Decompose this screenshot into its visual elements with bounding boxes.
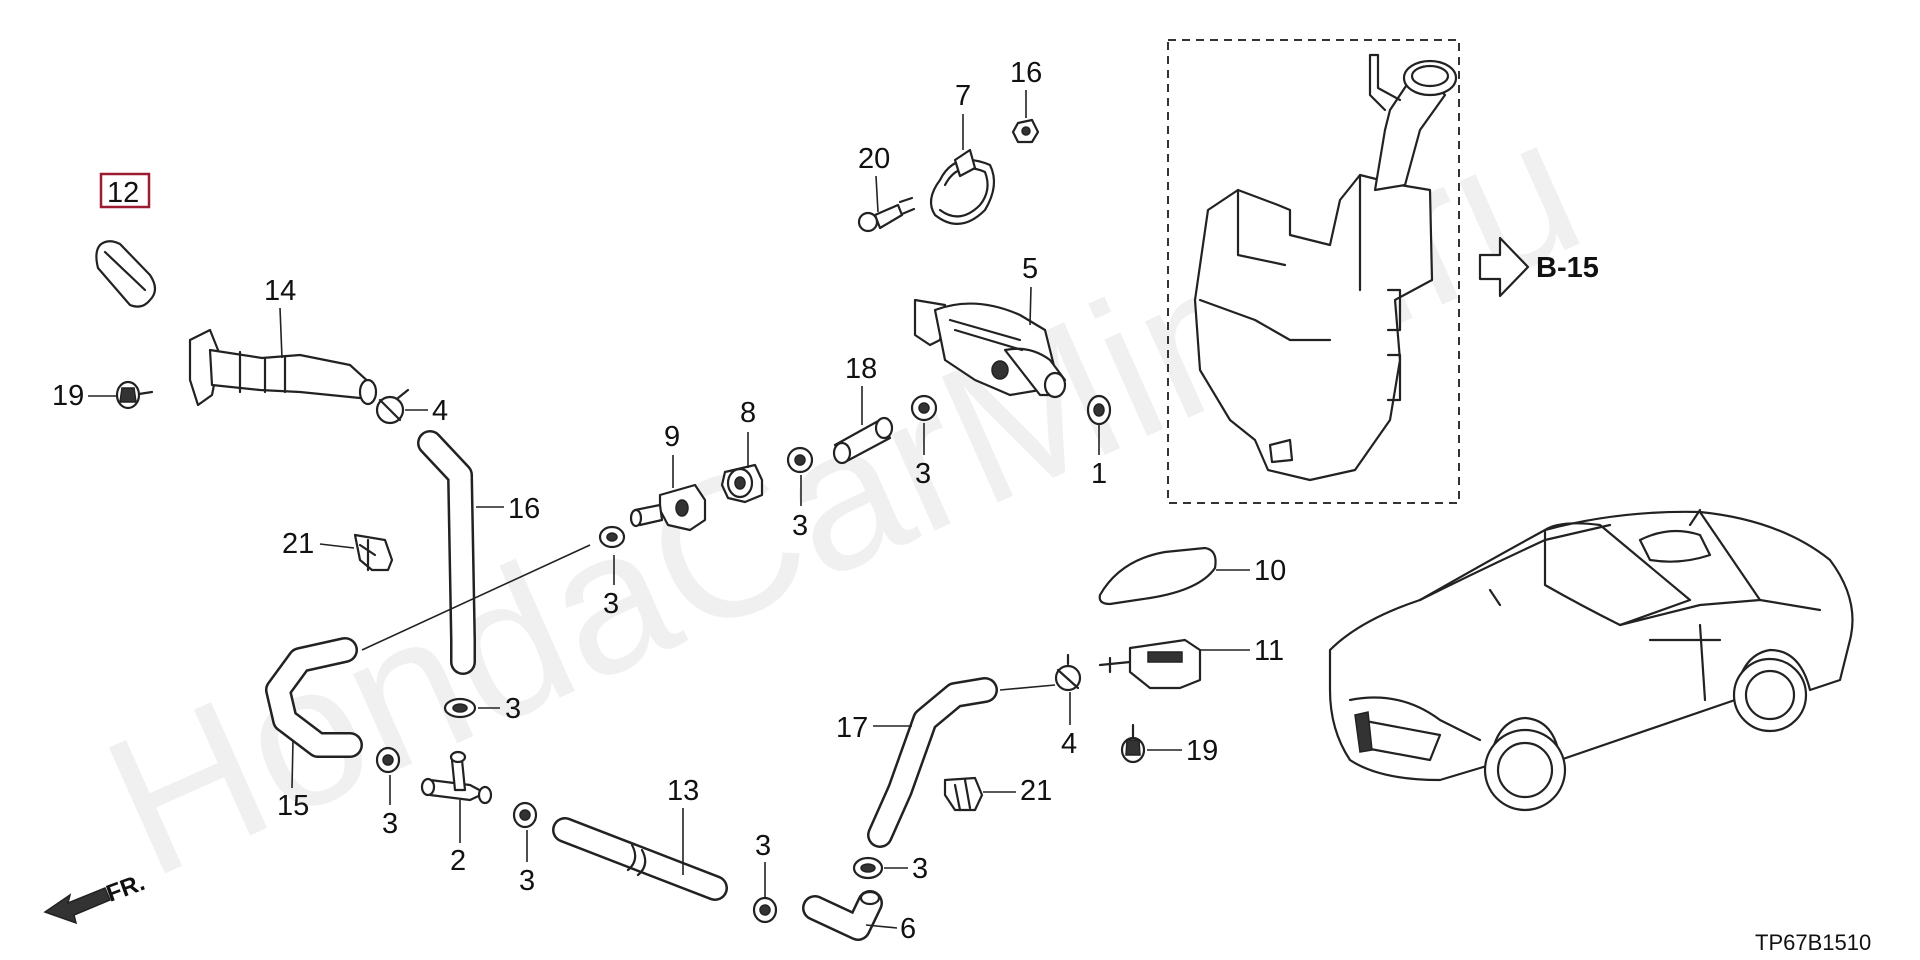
grommet-3-c [375, 746, 401, 774]
callout-21-left: 21 [282, 528, 314, 560]
t-joint-2 [420, 750, 493, 805]
nut-20 [1011, 118, 1040, 144]
callout-14: 13 [667, 775, 699, 807]
callout-9: 7 [955, 80, 971, 112]
callout-8: 9 [664, 421, 680, 453]
callout-18: 20 [858, 143, 890, 175]
callout-3-g: 3 [792, 510, 808, 542]
clamp-4-right [1054, 653, 1082, 692]
grommet-3-e [752, 896, 778, 924]
callout-3-d: 3 [519, 865, 535, 897]
connector-8 [629, 483, 707, 532]
diagram-code: TP67B1510 [1755, 930, 1871, 955]
washer-pump-5 [913, 298, 1067, 399]
front-direction-arrow [43, 887, 111, 925]
nozzle-cap-13 [1098, 546, 1217, 606]
vehicle-illustration [1328, 508, 1854, 812]
clip-21-right [943, 776, 984, 812]
grommet-3-d [512, 801, 538, 829]
washer-reservoir [1193, 53, 1458, 482]
callout-13: 10 [1254, 555, 1286, 587]
callout-4-right: 4 [1061, 728, 1077, 760]
grommet-3-f [852, 856, 884, 880]
hose-14 [552, 817, 728, 901]
reference-label: B-15 [1536, 252, 1599, 284]
washer-nozzle-12 [1098, 638, 1202, 690]
callout-5: 5 [1022, 253, 1038, 285]
bolt-18 [857, 196, 916, 233]
callout-16-left: 16 [508, 493, 540, 525]
callout-21-right: 21 [1020, 775, 1052, 807]
grommet-3-g [786, 446, 814, 474]
callout-4-left: 4 [432, 395, 448, 427]
grommet-3-a [598, 525, 626, 549]
grommet-3-h [910, 394, 938, 422]
callout-3-e: 3 [755, 830, 771, 862]
callout-3-f: 3 [912, 853, 928, 885]
callout-3-h: 3 [915, 458, 931, 490]
callout-2: 2 [450, 845, 466, 877]
callout-19-right: 19 [1186, 735, 1218, 767]
clip-21-left [353, 533, 394, 572]
reference-arrow [1478, 236, 1530, 298]
washer-nozzle-10 [188, 328, 378, 407]
callout-15: 15 [277, 790, 309, 822]
callout-1: 1 [1091, 458, 1107, 490]
callout-11: 12 [107, 177, 139, 209]
hose-15 [265, 637, 363, 758]
callout-3-c: 3 [382, 808, 398, 840]
bolt-19-left [115, 380, 154, 410]
callout-10: 14 [264, 275, 296, 307]
grommet-3-b [443, 697, 477, 719]
front-indicator-label: FR. [103, 869, 149, 908]
hose-16-right [867, 677, 998, 848]
callout-6: 6 [900, 913, 916, 945]
callout-17: 18 [845, 353, 877, 385]
sleeve-17 [832, 416, 894, 465]
grommet-1 [1086, 394, 1112, 426]
grommet-7 [720, 463, 764, 504]
callout-20: 16 [1010, 57, 1042, 89]
hose-16-left [417, 430, 476, 675]
callout-12: 11 [1254, 635, 1284, 667]
callout-3-a: 3 [603, 588, 619, 620]
highlight-box-11 [99, 172, 151, 209]
callout-3-b: 3 [505, 693, 521, 725]
reservoir-group-box [1167, 39, 1460, 504]
bolt-19-right [1120, 723, 1146, 764]
elbow-6 [802, 890, 883, 941]
callout-19-left: 19 [52, 380, 84, 412]
callout-16-right: 17 [836, 712, 868, 744]
band-9 [929, 148, 996, 225]
clamp-4-left [375, 388, 410, 425]
callout-7: 8 [740, 397, 756, 429]
